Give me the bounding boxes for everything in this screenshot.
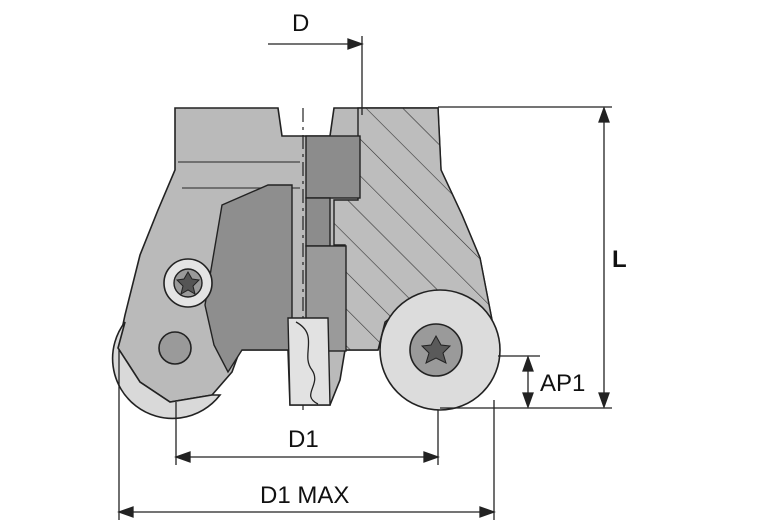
dimension-d1 — [174, 402, 440, 465]
coolant-twist — [295, 321, 319, 405]
lower-left-pin-icon — [158, 331, 192, 365]
label-ap1: AP1 — [540, 370, 586, 397]
bore-shaft — [305, 197, 331, 247]
label-d1: D1 — [288, 426, 319, 453]
upper-left-screw-icon — [163, 258, 213, 308]
label-d1-max: D1 MAX — [260, 482, 350, 509]
key-slot-upper — [305, 135, 361, 199]
coolant-channel — [287, 317, 331, 406]
dimension-ap1 — [498, 355, 540, 409]
dimension-l — [438, 106, 612, 409]
dimension-d — [268, 36, 364, 115]
label-l: L — [612, 246, 627, 273]
dimension-d1-max — [117, 350, 496, 520]
right-insert-screw-icon — [409, 323, 463, 377]
label-d: D — [292, 10, 310, 37]
left-insert — [111, 321, 222, 420]
chip-pocket — [204, 184, 293, 374]
